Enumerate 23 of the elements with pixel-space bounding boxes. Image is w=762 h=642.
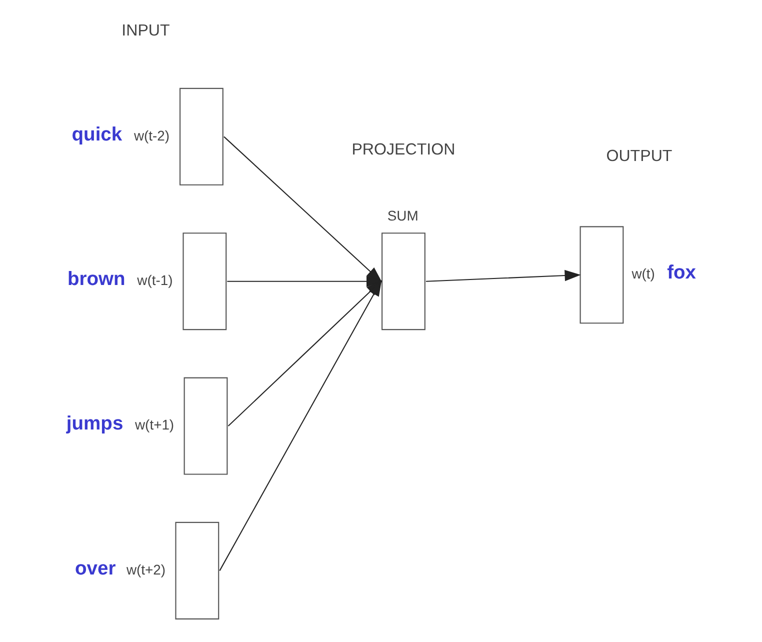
node-label: w(t-2) [133, 127, 170, 144]
node-label: SUM [386, 208, 418, 224]
node-label: fox [666, 262, 696, 284]
node-box [179, 88, 223, 186]
node-label: jumps [66, 414, 123, 435]
node-label: quick [71, 124, 122, 146]
node-box [381, 232, 425, 330]
node-box [579, 226, 624, 324]
label: PROJECTION [351, 140, 455, 158]
node-box [174, 522, 219, 620]
node-label: brown [67, 268, 125, 290]
label: INPUT [121, 21, 170, 40]
arrow [425, 270, 580, 282]
node-label: w(t+1) [134, 416, 174, 433]
node-label: w(t-1) [136, 272, 172, 288]
label: OUTPUT [606, 146, 672, 165]
node-label: w(t+2) [126, 561, 166, 578]
node-box [183, 377, 228, 475]
node-label: w(t) [631, 266, 654, 282]
node-box [182, 232, 226, 330]
arrow [223, 136, 382, 282]
arrow [226, 276, 382, 287]
node-label: over [74, 558, 116, 580]
